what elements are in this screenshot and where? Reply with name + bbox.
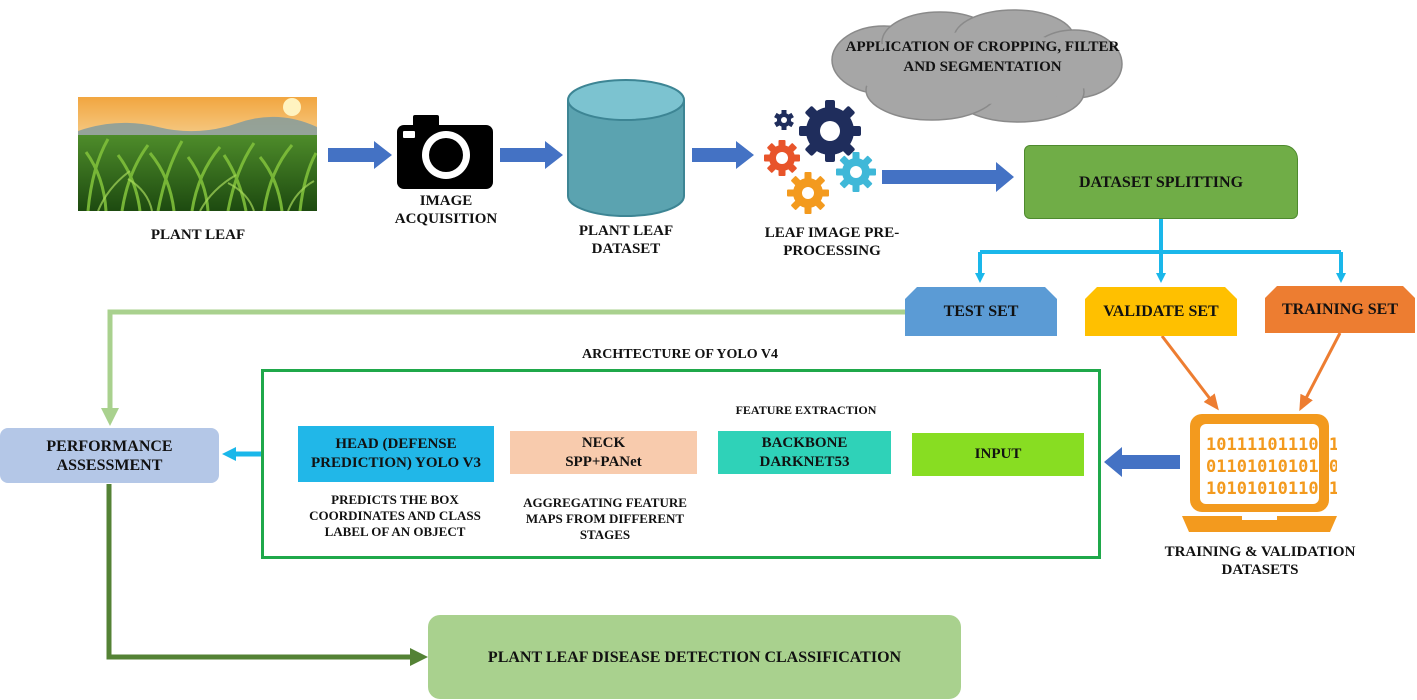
backbone-subtitle: DARKNET53 [759, 453, 850, 470]
result-box: PLANT LEAF DISEASE DETECTION CLASSIFICAT… [428, 615, 961, 699]
backbone-box: BACKBONE DARKNET53 [718, 431, 891, 474]
neck-title: NECK [581, 434, 626, 451]
neck-caption: AGGREGATING FEATURE MAPS FROM DIFFERENT … [523, 495, 687, 542]
split-connector [975, 218, 1346, 283]
crop-field-photo [78, 97, 318, 212]
binary-row-1: 1011110111011 [1206, 435, 1337, 455]
test-to-assessment-line [107, 309, 905, 410]
flow-arrow-dataset-to-preprocessing [692, 141, 754, 169]
test-to-assessment-arrowhead [101, 408, 119, 426]
preprocessing-note-text: APPLICATION OF CROPPING, FILTER AND SEGM… [845, 39, 1120, 75]
assessment-to-result-line [106, 484, 412, 660]
head-caption: PREDICTS THE BOX COORDINATES AND CLASS L… [309, 492, 481, 539]
plant-leaf-label: PLANT LEAF [150, 227, 246, 243]
plant-leaf-dataset-label: PLANT LEAF DATASET [578, 223, 674, 257]
flow-arrow-camera-to-dataset [500, 141, 563, 169]
feature-extraction-label: FEATURE EXTRACTION [735, 403, 877, 417]
validate-set-box: VALIDATE SET [1085, 287, 1237, 336]
camera-icon [397, 115, 493, 189]
yolo-architecture-title: ARCHTECTURE OF YOLO V4 [582, 347, 778, 362]
flow-arrow-preprocessing-to-splitting [882, 162, 1014, 192]
binary-row-2: 0110101010110 [1206, 457, 1337, 477]
test-set-box: TEST SET [905, 287, 1057, 336]
neck-subtitle: SPP+PANet [565, 453, 642, 470]
validate-to-datasets-arrow [1160, 335, 1219, 411]
binary-row-3: 1010101011011 [1206, 479, 1337, 499]
input-box: INPUT [912, 433, 1084, 476]
head-box: HEAD (DEFENSE PREDICTION) YOLO V3 [298, 426, 494, 482]
yolo-to-assessment-arrowhead [222, 447, 236, 461]
yolo-architecture-frame [261, 369, 1101, 559]
preprocessing-label: LEAF IMAGE PRE-PROCESSING [764, 225, 900, 259]
database-cylinder-icon [566, 78, 686, 218]
backbone-title: BACKBONE [761, 434, 848, 451]
performance-assessment-box: PERFORMANCE ASSESSMENT [0, 428, 219, 483]
neck-box: NECK SPP+PANet [510, 431, 697, 474]
binary-laptop-icon: 1011110111011 0110101010110 101010101101… [1182, 412, 1339, 534]
assessment-to-result-arrowhead [410, 648, 428, 666]
gears-icon [760, 98, 880, 216]
dataset-splitting-box: DATASET SPLITTING [1024, 145, 1298, 219]
training-validation-datasets-label: TRAINING & VALIDATION DATASETS [1164, 544, 1356, 578]
training-set-box: TRAINING SET [1265, 286, 1415, 333]
training-to-datasets-arrow [1299, 332, 1342, 412]
flow-arrow-leaf-to-camera [328, 141, 392, 169]
preprocessing-note-cloud [828, 8, 1124, 126]
image-acquisition-label: IMAGE ACQUISITION [394, 193, 498, 227]
datasets-to-input-arrow [1104, 447, 1180, 477]
